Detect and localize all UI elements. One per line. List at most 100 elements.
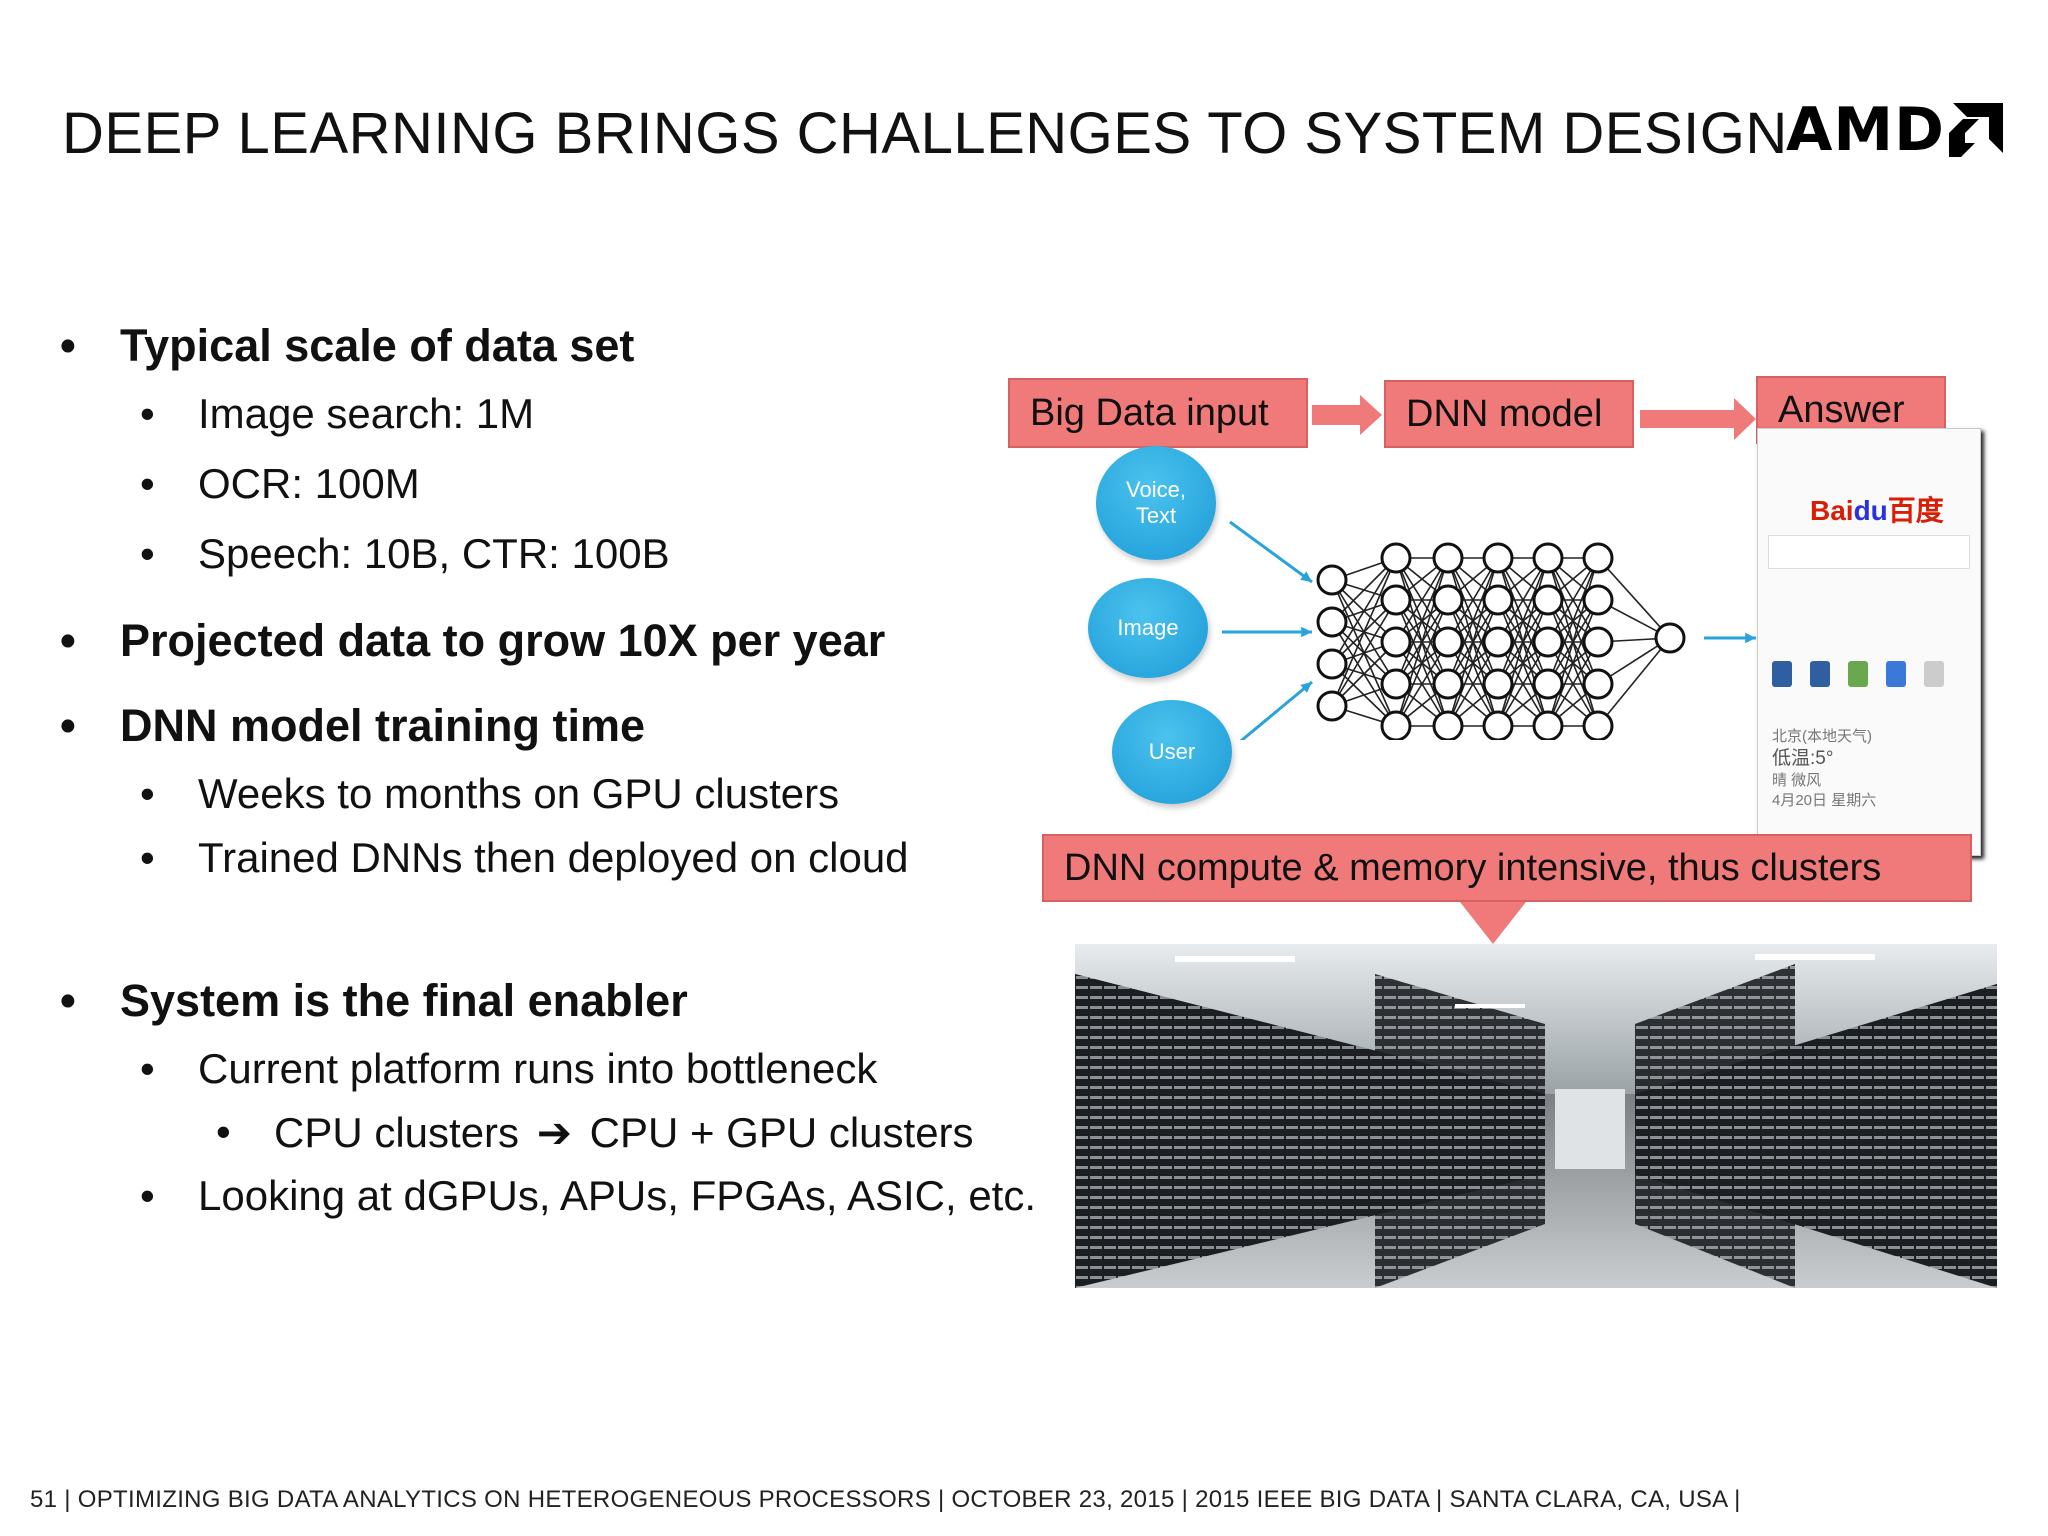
dnn-compute-box: DNN compute & memory intensive, thus clu…	[1042, 834, 1972, 902]
nn-edge	[1497, 641, 1549, 727]
nn-node	[1532, 542, 1564, 574]
neural-network-diagram	[1222, 520, 1756, 740]
nn-edge	[1547, 599, 1599, 727]
bullet-text: Current platform runs into bottleneck	[198, 1045, 878, 1092]
weather-temp: 低温:5°	[1772, 747, 1834, 769]
flow-arrowhead	[1300, 682, 1312, 693]
search-input[interactable]	[1768, 535, 1970, 569]
nn-node	[1316, 690, 1348, 722]
nn-edge	[1331, 557, 1397, 665]
nn-edge	[1547, 557, 1599, 685]
image-label: Image	[1117, 614, 1179, 640]
bullet-text: CPU clusters ➔ CPU + GPU clusters	[274, 1108, 974, 1157]
bullet-dot: •	[140, 1045, 155, 1092]
amd-logo: AMD	[1786, 100, 2003, 160]
dnn-model-box: DNN model	[1384, 380, 1634, 448]
user-input-circle: User	[1112, 700, 1232, 804]
flow-arrow	[1229, 520, 1313, 584]
nn-node	[1482, 542, 1514, 574]
nn-node	[1432, 542, 1464, 574]
datacenter-photo	[1075, 944, 1997, 1288]
bullet-text: Typical scale of data set	[120, 320, 635, 371]
slide-footer: 51 | OPTIMIZING BIG DATA ANALYTICS ON HE…	[30, 1486, 1741, 1513]
image-input-circle: Image	[1088, 578, 1208, 678]
text-label: Text	[1135, 503, 1177, 528]
bullet-dot: •	[60, 615, 76, 666]
nn-node	[1582, 668, 1614, 700]
nn-edge	[1447, 557, 1499, 685]
bullet-dot: •	[60, 700, 76, 751]
bullet-dot: •	[140, 834, 155, 881]
nn-edge	[1447, 557, 1499, 643]
nn-edge	[1395, 599, 1449, 727]
baidu-logo: Baidu百度	[1810, 489, 1944, 529]
bullet-dot: •	[60, 975, 76, 1026]
bullet-text-part: CPU clusters	[274, 1109, 520, 1156]
app-icon-row	[1772, 661, 1944, 687]
slide-title: DEEP LEARNING BRINGS CHALLENGES TO SYSTE…	[62, 101, 1788, 166]
nn-edge	[1447, 557, 1499, 727]
nn-node	[1380, 626, 1412, 658]
flow-arrowhead	[1745, 632, 1756, 644]
nn-node	[1380, 584, 1412, 616]
nn-edge	[1497, 599, 1549, 727]
big-data-input-box: Big Data input	[1008, 378, 1308, 448]
nn-node	[1532, 626, 1564, 658]
nn-node	[1532, 668, 1564, 700]
nn-edge	[1395, 557, 1449, 685]
nn-edge	[1497, 557, 1549, 643]
app-icon[interactable]	[1886, 661, 1906, 687]
bullet-text: System is the final enabler	[120, 975, 688, 1026]
baidu-brand-cn: 百度	[1887, 495, 1944, 526]
flow-arrow	[1239, 680, 1313, 740]
right-arrow-icon: ➔	[536, 1109, 572, 1156]
amd-arrow-icon	[1948, 103, 2003, 157]
nn-node	[1654, 622, 1686, 654]
bullet-text: Projected data to grow 10X per year	[120, 615, 886, 666]
app-icon[interactable]	[1848, 661, 1868, 687]
flow-arrowhead	[1301, 626, 1312, 638]
nn-node	[1380, 710, 1412, 740]
baidu-paw-icon: du	[1853, 495, 1888, 526]
nn-edge	[1447, 599, 1499, 727]
nn-edge	[1395, 557, 1449, 727]
nn-node	[1482, 668, 1514, 700]
nn-node	[1532, 584, 1564, 616]
voice-label: Voice,	[1126, 476, 1186, 502]
app-icon[interactable]	[1772, 661, 1792, 687]
nn-node	[1380, 668, 1412, 700]
user-label: User	[1148, 738, 1196, 764]
nn-node	[1316, 606, 1348, 638]
nn-node	[1482, 710, 1514, 740]
nn-edge	[1547, 641, 1599, 727]
bullet-text: Looking at dGPUs, APUs, FPGAs, ASIC, etc…	[198, 1172, 1037, 1219]
nn-node	[1532, 710, 1564, 740]
datacenter-image	[1075, 944, 1997, 1288]
nn-edge	[1497, 557, 1549, 727]
nn-edge	[1597, 637, 1671, 727]
bullet-dot: •	[140, 770, 155, 817]
nn-node	[1432, 626, 1464, 658]
bullet-dot: •	[216, 1108, 231, 1155]
nn-node	[1482, 626, 1514, 658]
bullet-text: Trained DNNs then deployed on cloud	[198, 834, 909, 881]
bullet-text: Weeks to months on GPU clusters	[198, 770, 840, 817]
app-icon[interactable]	[1924, 661, 1944, 687]
bullet-dot: •	[140, 460, 155, 507]
logo-text: AMD	[1786, 95, 1945, 165]
bullet-dot: •	[140, 1172, 155, 1219]
app-icon[interactable]	[1810, 661, 1830, 687]
baidu-phone-screenshot: Baidu百度 北京(本地天气) 低温:5° 晴 微风 4月20日 星期六	[1757, 428, 1981, 856]
nn-node	[1432, 710, 1464, 740]
nn-node	[1316, 564, 1348, 596]
nn-edge	[1395, 557, 1449, 643]
nn-edge	[1597, 557, 1671, 639]
nn-edge	[1331, 557, 1397, 707]
weather-city: 北京(本地天气)	[1772, 728, 1872, 745]
nn-edge	[1395, 641, 1449, 727]
nn-node	[1582, 542, 1614, 574]
bullet-text: DNN model training time	[120, 700, 646, 751]
weather-date: 4月20日 星期六	[1772, 791, 1877, 809]
bullet-text: Speech: 10B, CTR: 100B	[198, 530, 670, 577]
nn-edge	[1447, 641, 1499, 727]
